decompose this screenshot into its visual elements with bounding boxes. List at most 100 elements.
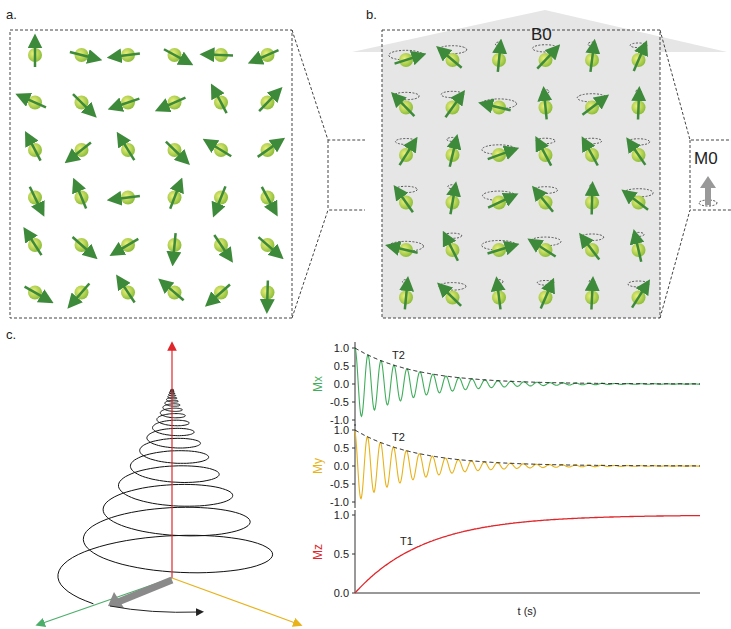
spin-arrow	[72, 283, 89, 303]
spin-arrow	[70, 52, 95, 58]
spin-arrow	[634, 47, 644, 71]
spin-arrow	[398, 191, 413, 212]
spin-arrow	[585, 143, 598, 166]
spin-arrow	[498, 46, 501, 72]
panel-a-frame	[10, 30, 292, 318]
spin-arrow	[396, 97, 414, 116]
y-axis	[172, 578, 298, 624]
spin-arrow	[537, 50, 555, 69]
spin-arrow	[164, 49, 187, 61]
spin-arrow	[590, 46, 593, 72]
precession-path	[636, 90, 641, 94]
spin-arrow	[450, 141, 456, 166]
spin-arrow	[114, 53, 140, 56]
spin-arrow	[638, 94, 639, 120]
x-axis	[40, 578, 172, 624]
precession-path	[630, 43, 647, 48]
spin-arrow	[73, 94, 91, 112]
spin-arrow	[262, 187, 274, 210]
spin-arrow	[450, 189, 454, 215]
spin-arrow	[488, 246, 513, 254]
axis-tick	[352, 448, 355, 449]
axis-tick	[352, 402, 355, 403]
spin-arrow	[534, 242, 556, 256]
spin-arrow	[395, 56, 420, 64]
spin-arrow	[76, 185, 86, 209]
tick-label: 0.5	[334, 443, 349, 454]
spin-arrow	[591, 284, 592, 310]
spin-arrow	[539, 143, 551, 166]
spin-arrow	[214, 235, 229, 257]
tick-label: 0.0	[334, 461, 349, 472]
spin-arrow	[631, 144, 646, 165]
spin-arrow	[442, 288, 461, 306]
precession-path	[402, 280, 409, 284]
spin-arrow	[582, 99, 603, 115]
zoom-line	[660, 210, 731, 318]
tick-label: 0.5	[334, 549, 349, 560]
field-region	[382, 52, 660, 318]
precession-path	[590, 185, 595, 189]
spin-arrow	[544, 94, 547, 120]
spin-arrow	[207, 53, 233, 56]
precession-spiral	[58, 389, 273, 604]
axis-title: t (s)	[518, 606, 537, 617]
spin-arrow	[209, 143, 231, 157]
spin-arrow	[25, 287, 48, 300]
magnetization-vector	[118, 580, 172, 602]
spin-arrow	[116, 239, 138, 252]
spin-arrow	[632, 286, 646, 308]
spin-arrow	[537, 192, 553, 212]
time-axis	[355, 593, 700, 594]
zoom-line	[660, 30, 731, 140]
precession-path	[447, 137, 458, 141]
spin-arrow	[497, 284, 500, 310]
axis-tick	[352, 420, 355, 421]
spin-arrow	[214, 90, 226, 113]
axis-tick	[352, 466, 355, 467]
precession-path	[443, 233, 461, 238]
time-constant: T2	[392, 432, 405, 443]
axis-tick	[352, 502, 355, 503]
spin-arrow	[635, 236, 641, 261]
tick-label: 0.0	[334, 379, 349, 390]
spin-arrow	[258, 237, 278, 254]
spin-arrow	[488, 150, 512, 159]
time-constant: T1	[400, 536, 413, 547]
spin-arrow	[162, 98, 186, 108]
tick-label: 1.0	[334, 343, 349, 354]
spin-arrow	[29, 138, 41, 161]
decay-envelope	[355, 348, 700, 384]
spin-arrow	[590, 189, 593, 215]
spin-arrow	[120, 281, 134, 303]
panel-label: b.	[366, 8, 377, 21]
spin-arrow	[627, 194, 648, 210]
panel-label: c.	[6, 328, 16, 341]
zoom-line	[292, 30, 365, 140]
spin-arrow	[584, 239, 600, 260]
axis-label: Mx	[312, 376, 324, 392]
spin-arrow	[445, 96, 460, 117]
axis-tick	[352, 554, 355, 555]
spin-arrow	[27, 233, 41, 255]
spin-arrow	[115, 99, 140, 107]
tick-label: 1.0	[334, 510, 349, 521]
precession-path	[495, 280, 503, 284]
spin-arrow	[255, 50, 279, 60]
zoom-line	[292, 210, 365, 318]
precession-path	[495, 42, 502, 46]
signal-curve	[355, 348, 700, 416]
spin-arrow	[30, 187, 41, 210]
magnetization-label: M0	[694, 150, 718, 167]
spin-arrow	[121, 138, 135, 160]
panel-b-frame	[382, 30, 660, 318]
spin-arrow	[266, 281, 269, 307]
spin-arrow	[446, 238, 458, 261]
decay-envelope	[355, 430, 700, 466]
spin-arrow	[164, 283, 184, 300]
tick-label: -0.5	[330, 479, 349, 490]
spin-arrow	[170, 184, 179, 208]
tick-label: 0.5	[334, 361, 349, 372]
